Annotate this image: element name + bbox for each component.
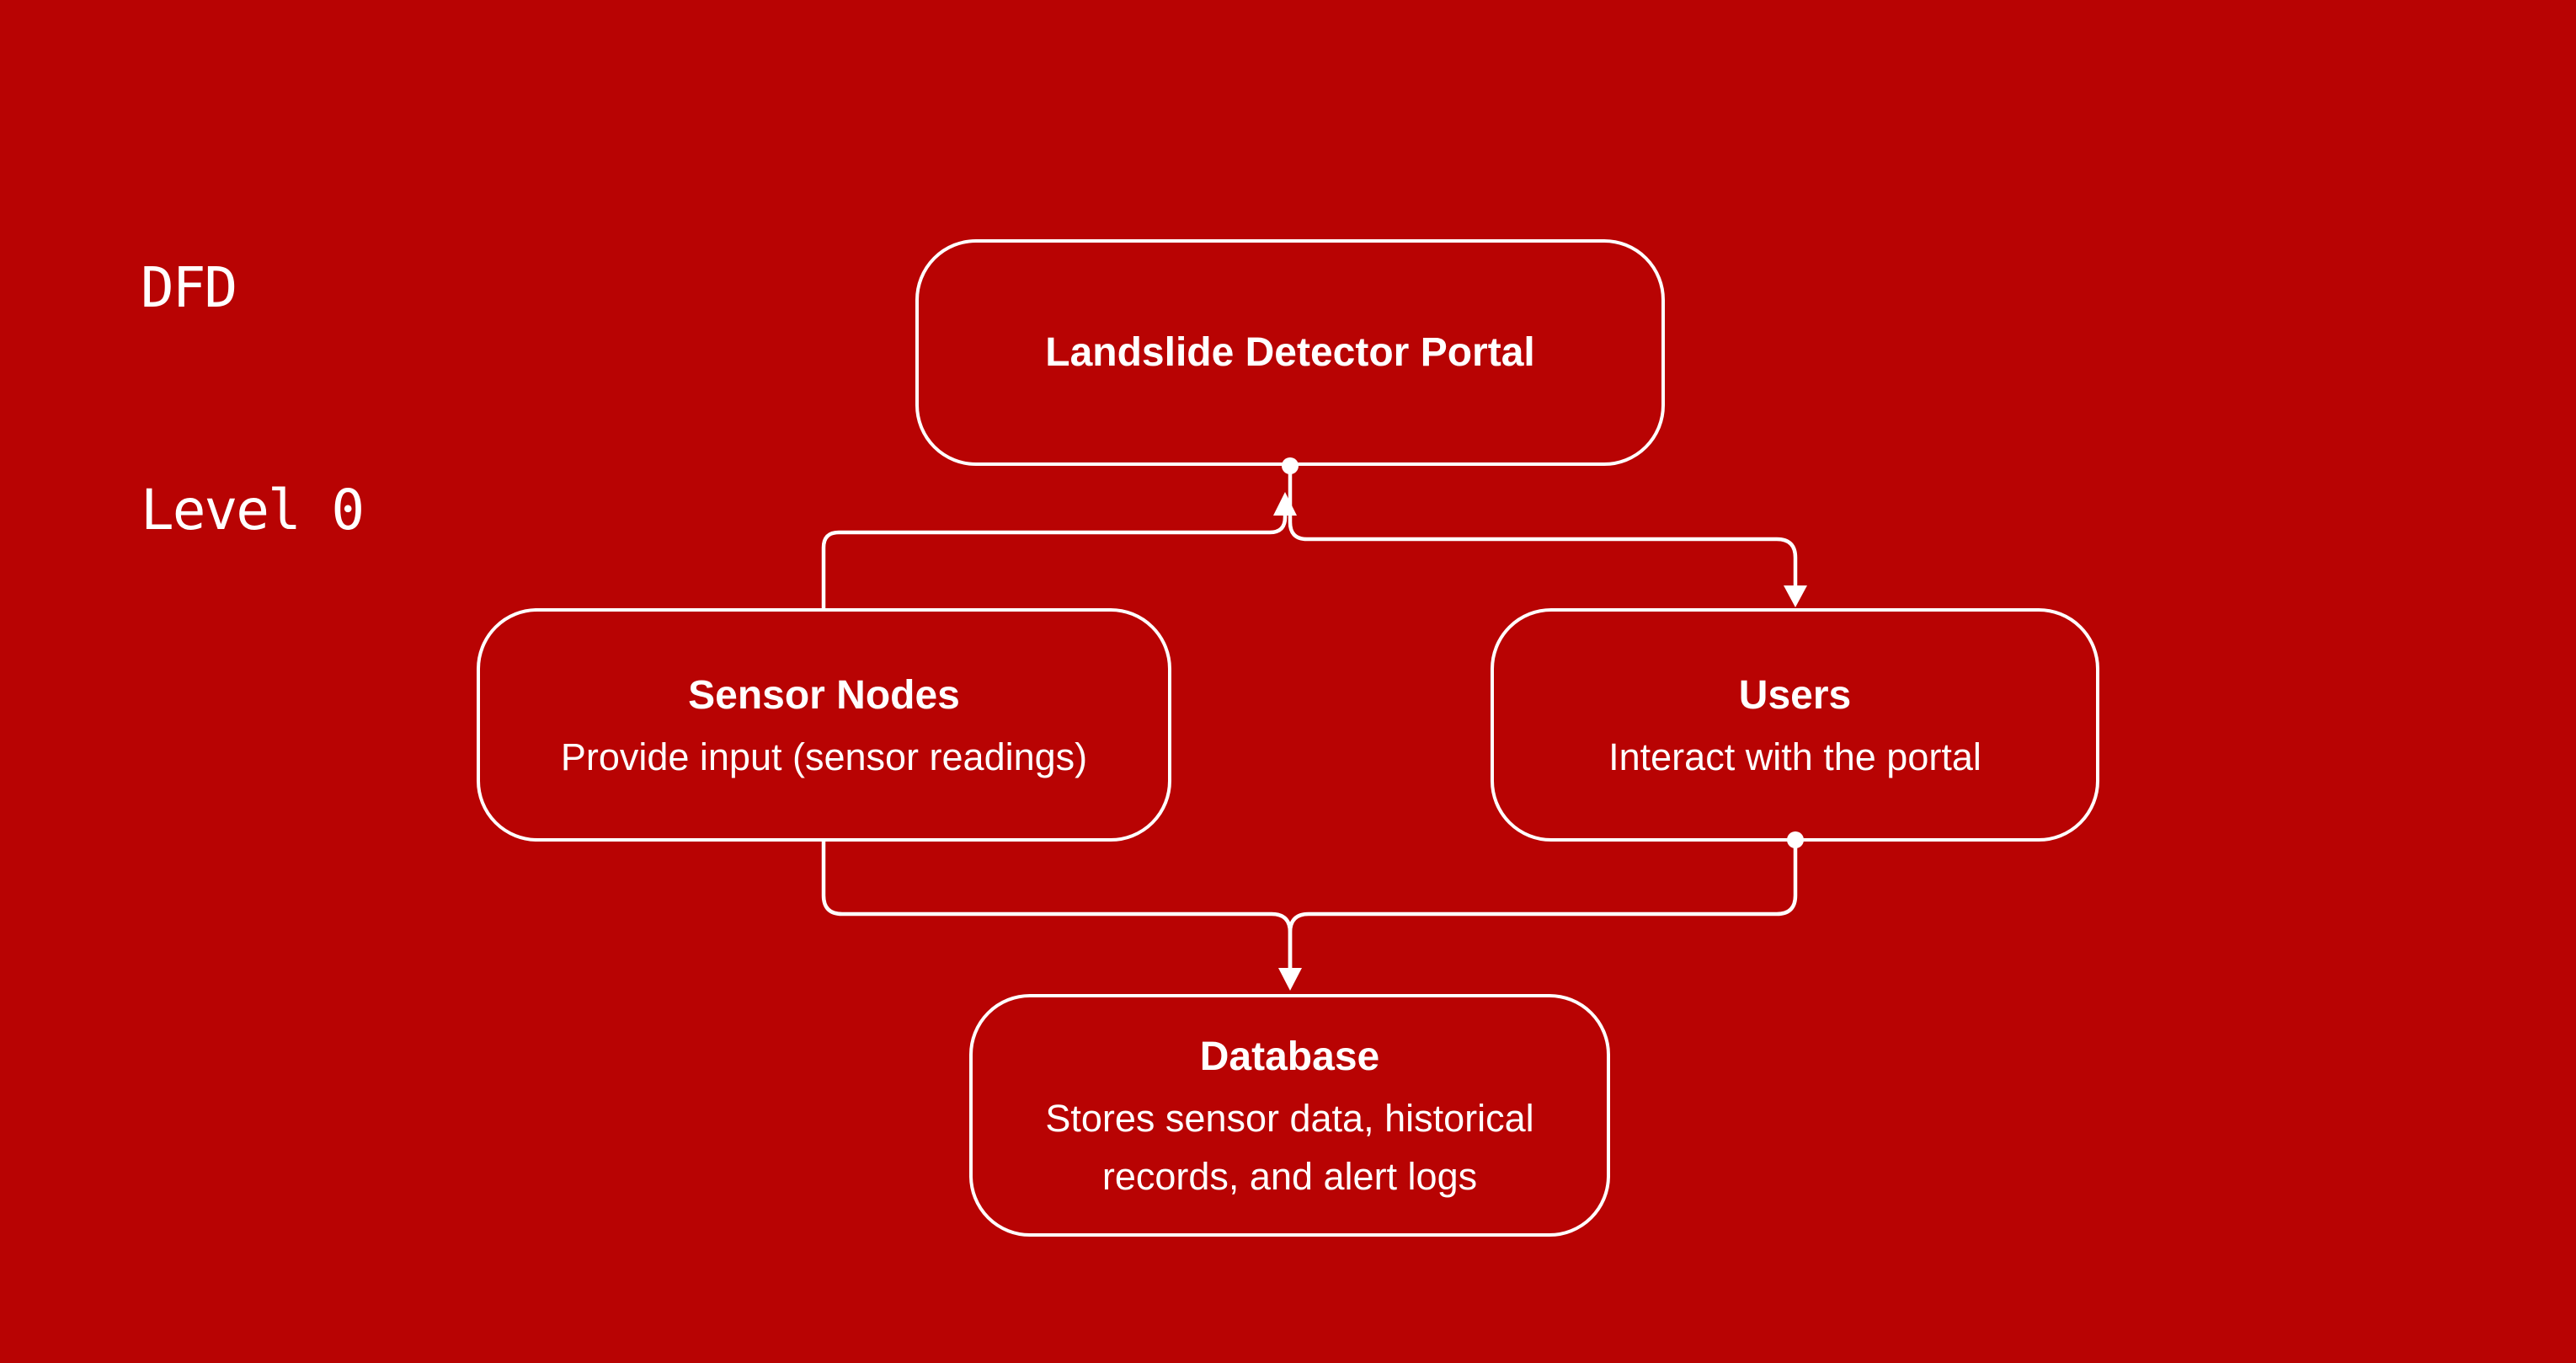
node-landslide-detector-portal: Landslide Detector Portal <box>915 239 1665 466</box>
edge-portal-to-users <box>1288 466 1798 586</box>
node-database: Database Stores sensor data, historical … <box>969 994 1610 1237</box>
edge-users-to-database <box>1288 840 1798 969</box>
diagram-title-line1: DFD <box>141 255 237 320</box>
node-description-line1: Stores sensor data, historical <box>1045 1097 1534 1140</box>
diagram-title-line2: Level 0 <box>141 478 365 543</box>
arrowhead-down-users-icon <box>1784 585 1807 607</box>
node-description: Interact with the portal <box>1608 735 1981 778</box>
arrowhead-down-database-icon <box>1278 968 1302 991</box>
node-title: Users <box>1738 673 1852 718</box>
node-title: Database <box>1199 1034 1380 1079</box>
node-users: Users Interact with the portal <box>1491 608 2099 842</box>
edge-sensor-to-database <box>821 840 1293 969</box>
diagram-title: DFD Level 0 <box>141 103 365 696</box>
node-description-line2: records, and alert logs <box>1101 1155 1478 1198</box>
junction-dot-portal <box>1282 457 1299 474</box>
node-title: Landslide Detector Portal <box>1045 329 1535 375</box>
arrowhead-up-portal-icon <box>1273 492 1297 516</box>
edge-sensor-to-portal <box>821 514 1288 608</box>
node-description: Provide input (sensor readings) <box>560 735 1088 778</box>
node-sensor-nodes: Sensor Nodes Provide input (sensor readi… <box>477 608 1171 842</box>
node-title: Sensor Nodes <box>688 673 960 718</box>
